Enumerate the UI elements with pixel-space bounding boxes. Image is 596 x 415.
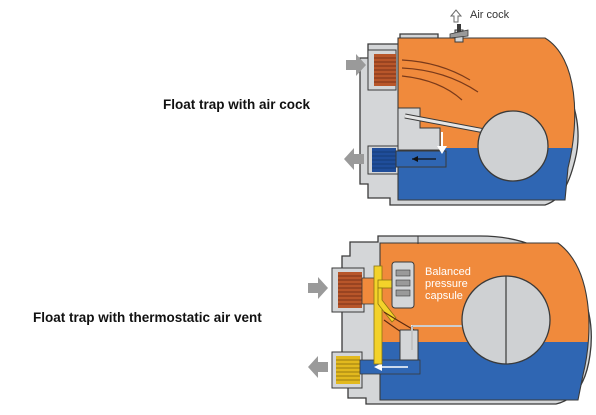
capsule-label-line1: Balanced — [425, 266, 471, 278]
valve-seat-bottom — [399, 329, 419, 361]
air-cock-arrow — [449, 9, 463, 23]
float-ball-top — [477, 110, 549, 182]
air-cock-valve — [449, 24, 469, 43]
outlet-thread-bottom — [336, 356, 360, 384]
inlet-arrow-bottom — [308, 277, 328, 299]
inlet-arrow-top — [346, 54, 366, 76]
outlet-arrow-top — [344, 148, 364, 170]
thermostatic-air-vent — [373, 265, 403, 365]
outlet-arrow-bottom — [308, 356, 328, 378]
float-trap-thermostatic: Balanced pressure capsule — [308, 235, 592, 405]
steam-flow-lines-top — [401, 59, 479, 101]
float-trap-air-cock: Air cock — [344, 9, 579, 206]
caption-air-cock-trap: Float trap with air cock — [163, 97, 311, 112]
balanced-pressure-capsule — [391, 261, 415, 309]
capsule-label-line2: pressure — [425, 278, 468, 290]
capsule-label-line3: capsule — [425, 290, 463, 302]
air-cock-label: Air cock — [470, 9, 510, 21]
caption-thermostatic-trap: Float trap with thermostatic air vent — [33, 310, 262, 325]
inlet-thread-bottom — [338, 272, 362, 308]
